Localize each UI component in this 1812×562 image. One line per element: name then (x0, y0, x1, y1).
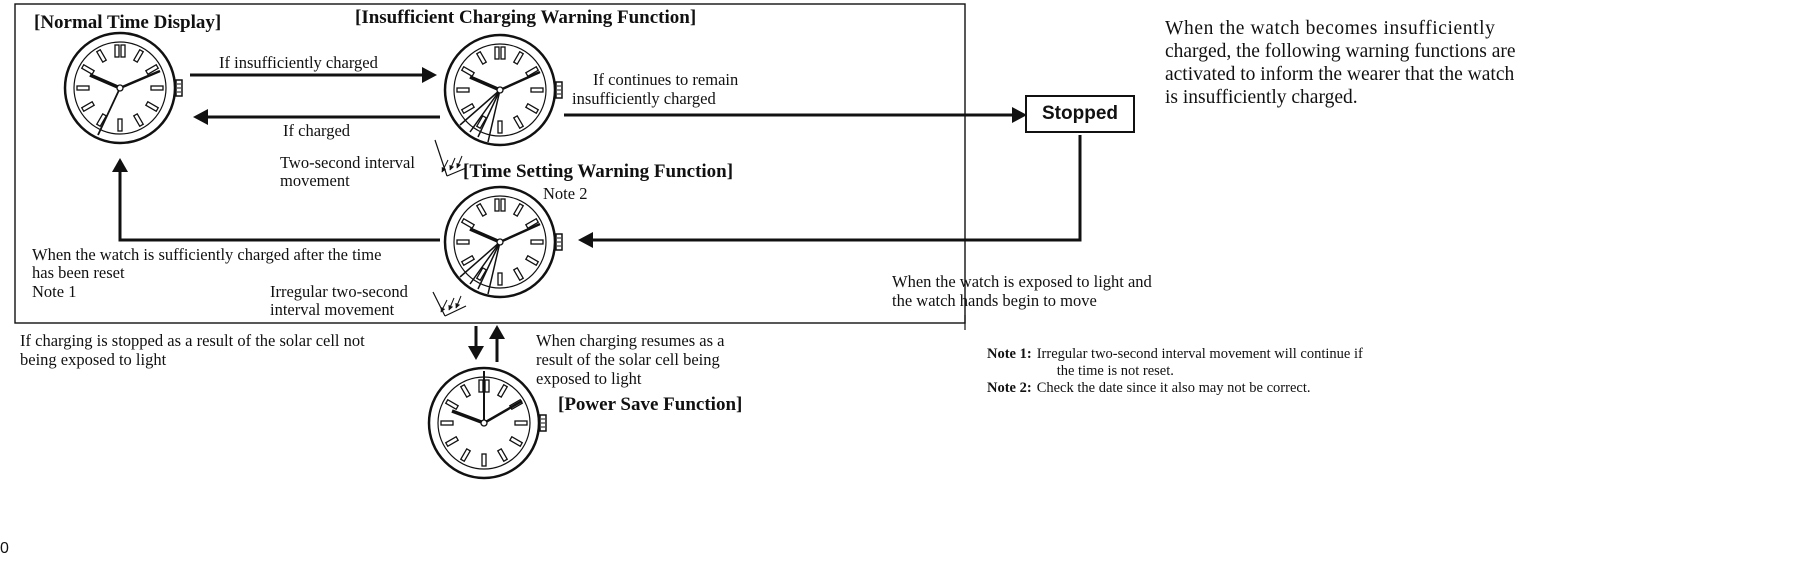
arrow-stopped-to-time-setting (592, 135, 1082, 242)
title-insufficient-charging: [Insufficient Charging Warning Function] (355, 7, 697, 28)
label-resume-line1: When charging resumes as a (536, 331, 725, 350)
note-1-line2: the time is not reset. (1056, 363, 1174, 379)
arrow-time-setting-to-normal (118, 170, 440, 242)
label-sufficient-line1: When the watch is sufficiently charged a… (32, 245, 382, 264)
label-if-insufficiently-charged: If insufficiently charged (219, 53, 378, 72)
title-power-save: [Power Save Function] (558, 394, 743, 415)
label-exposed-line1: When the watch is exposed to light and (892, 272, 1152, 291)
label-continues-line2: insufficiently charged (572, 89, 716, 108)
note-1-label: Note 1: (987, 346, 1032, 362)
label-continues-line1: If continues to remain (593, 70, 739, 89)
label-stop-line1: If charging is stopped as a result of th… (20, 331, 365, 350)
label-irregular-line2: interval movement (270, 300, 395, 319)
label-resume-line2: result of the solar cell being (536, 350, 720, 369)
title-normal-time-display: [Normal Time Display] (34, 12, 222, 33)
title-time-setting: [Time Setting Warning Function] (463, 161, 734, 182)
label-stop-line2: being exposed to light (20, 350, 167, 369)
note-2-label: Note 2: (987, 380, 1032, 396)
clock-insufficient-icon (443, 33, 564, 147)
label-two-second-line1: Two-second interval (280, 153, 415, 172)
page-number: 0 (0, 540, 9, 557)
stopped-box: Stopped (1025, 95, 1135, 133)
notes-block: Note 1: Irregular two-second interval mo… (987, 346, 1363, 397)
clock-normal-icon (63, 31, 184, 145)
label-sufficient-line2: has been reset (32, 263, 125, 282)
label-if-charged: If charged (283, 121, 351, 140)
label-resume-line3: exposed to light (536, 369, 642, 388)
note-1: Note 1: Irregular two-second interval mo… (987, 346, 1363, 380)
label-two-second-line2: movement (280, 171, 350, 190)
label-note2-tag: Note 2 (543, 184, 588, 203)
clock-time-setting-icon (443, 185, 564, 299)
note-1-line1: Irregular two-second interval movement w… (1036, 346, 1363, 362)
intro-line4: is insufficiently charged. (1165, 87, 1358, 108)
label-irregular-line1: Irregular two-second (270, 282, 408, 301)
intro-line2: charged, the following warning functions… (1165, 41, 1516, 62)
note-1-text: Irregular two-second interval movement w… (1037, 346, 1363, 380)
note-2-line1: Check the date since it also may not be … (1036, 380, 1311, 396)
intro-line3: activated to inform the wearer that the … (1165, 64, 1515, 85)
label-exposed-line2: the watch hands begin to move (892, 291, 1097, 310)
intro-line1: When the watch becomes insufficiently (1165, 18, 1496, 39)
intro-paragraph: When the watch becomes insufficiently ch… (1165, 17, 1810, 109)
note-2: Note 2: Check the date since it also may… (987, 380, 1363, 397)
frame (14, 3, 966, 324)
clock-power-save-icon (427, 366, 548, 480)
label-note1-tag: Note 1 (32, 282, 77, 301)
